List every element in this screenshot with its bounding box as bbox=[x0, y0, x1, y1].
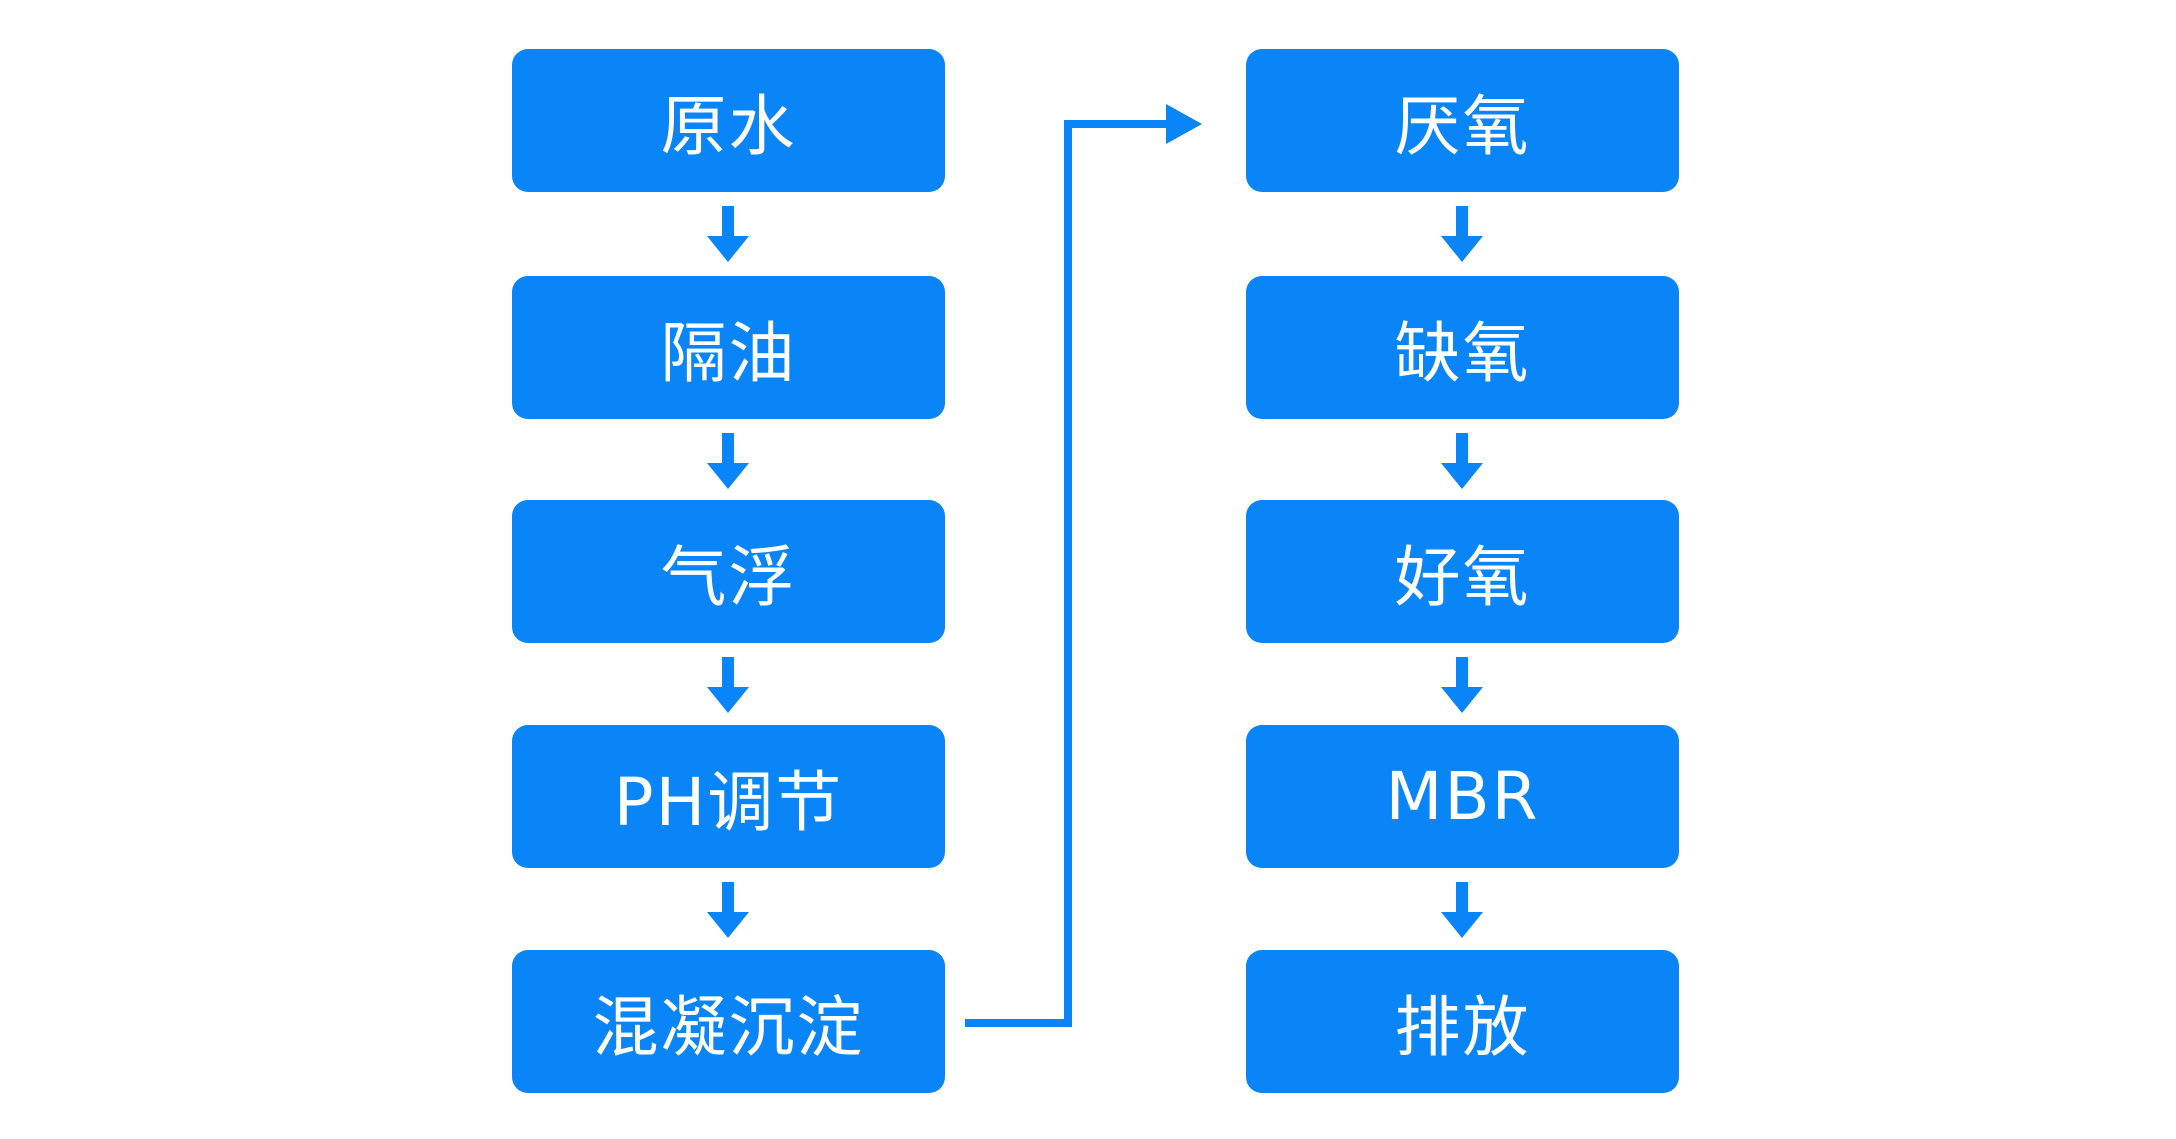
step-label: 厌氧 bbox=[1394, 87, 1531, 165]
step-label: 原水 bbox=[660, 87, 797, 165]
step-anoxic: 缺氧 bbox=[1246, 276, 1679, 419]
arrow-down-icon bbox=[707, 206, 749, 262]
step-label: 缺氧 bbox=[1394, 314, 1531, 392]
step-label: PH调节 bbox=[613, 763, 844, 841]
step-label: 混凝沉淀 bbox=[592, 988, 865, 1066]
arrow-down-icon bbox=[707, 882, 749, 938]
arrow-down-icon bbox=[1441, 657, 1483, 713]
step-ph-adjustment: PH调节 bbox=[512, 725, 945, 868]
step-oil-separation: 隔油 bbox=[512, 276, 945, 419]
step-discharge: 排放 bbox=[1246, 950, 1679, 1093]
arrow-down-icon bbox=[1441, 882, 1483, 938]
step-anaerobic: 厌氧 bbox=[1246, 49, 1679, 192]
step-label: 排放 bbox=[1394, 988, 1531, 1066]
step-label: MBR bbox=[1385, 758, 1540, 835]
arrow-down-icon bbox=[1441, 206, 1483, 262]
step-coagulation-sedimentation: 混凝沉淀 bbox=[512, 950, 945, 1093]
step-aerobic: 好氧 bbox=[1246, 500, 1679, 643]
arrow-down-icon bbox=[707, 657, 749, 713]
step-air-flotation: 气浮 bbox=[512, 500, 945, 643]
arrow-down-icon bbox=[707, 433, 749, 489]
step-mbr: MBR bbox=[1246, 725, 1679, 868]
connector-line bbox=[965, 120, 1172, 1027]
step-label: 隔油 bbox=[660, 314, 797, 392]
arrow-down-icon bbox=[1441, 433, 1483, 489]
arrow-right-icon bbox=[1166, 104, 1202, 144]
step-label: 气浮 bbox=[660, 538, 797, 616]
step-label: 好氧 bbox=[1394, 538, 1531, 616]
step-raw-water: 原水 bbox=[512, 49, 945, 192]
